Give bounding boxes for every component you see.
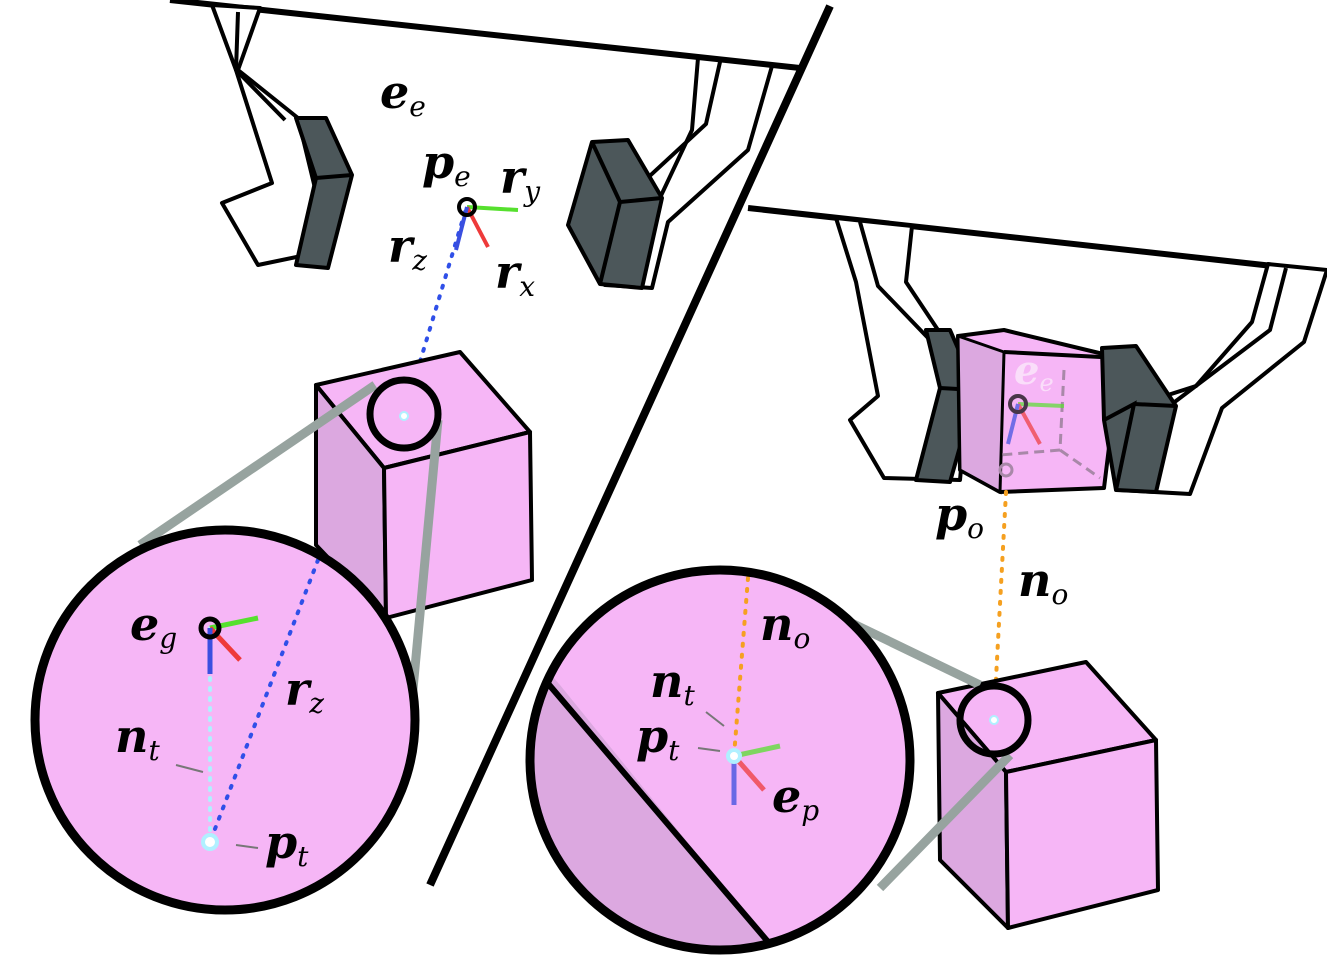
- point-eg: [198, 616, 222, 640]
- right-finger-pad: [566, 138, 664, 290]
- zoom-cube-edge: [542, 678, 778, 950]
- label-rz-top: rz: [388, 219, 427, 277]
- zoom-connector-left-a: [137, 381, 378, 549]
- left-panel: [30, 0, 801, 915]
- label-rx: rx: [495, 245, 535, 303]
- left-gripper-finger-right: [566, 56, 774, 290]
- label-pt-left: pt: [265, 815, 309, 873]
- label-pe: pe: [422, 135, 471, 193]
- leader-pt-left: [235, 844, 259, 849]
- right-gripper-finger-right: [1100, 262, 1327, 496]
- point-po: [998, 462, 1014, 478]
- left-gripper-finger-left: [210, 3, 354, 270]
- right-gripper-finger-left: [834, 216, 978, 484]
- label-rz-zoom: rz: [285, 662, 324, 720]
- zoom-source-circle-left: [366, 376, 442, 452]
- label-ee-right: ee: [1014, 347, 1054, 397]
- label-pt-right: pt: [636, 709, 680, 767]
- zoom-source-circle-right: [956, 682, 1032, 758]
- ray-rz-zoom: [208, 558, 320, 844]
- label-po: po: [935, 487, 984, 545]
- frame-pe: [454, 197, 519, 251]
- target-point-small-right: [989, 715, 999, 725]
- label-eg: eg: [130, 597, 177, 655]
- label-nt-left: nt: [115, 709, 160, 767]
- labels: ee pe ry rx rz eg rz nt pt ee po no no n…: [115, 65, 1068, 873]
- panel-divider: [426, 4, 834, 887]
- leader-nt-left: [175, 764, 204, 773]
- frame-eg: [198, 615, 259, 674]
- target-point-small-left: [399, 411, 409, 421]
- left-gripper-base: [169, 0, 801, 71]
- point-pe: [457, 197, 477, 217]
- leader-pt-right: [697, 747, 721, 752]
- zoom-connector-right-b: [876, 751, 1014, 892]
- label-nt-right: nt: [650, 654, 695, 712]
- point-pt-left: [201, 833, 219, 851]
- left-zoom-inset: [30, 525, 420, 915]
- label-no-zoom: no: [760, 597, 810, 655]
- leader-nt-right: [705, 711, 725, 727]
- right-panel: [525, 205, 1327, 955]
- point-pt-right: [726, 748, 742, 764]
- right-zoom-inset: [525, 565, 915, 955]
- ray-no-zoom: [732, 576, 750, 758]
- ray-no-right: [992, 490, 1008, 718]
- zoom-connector-left-b: [407, 419, 443, 701]
- label-no-right: no: [1018, 553, 1068, 611]
- label-ep: ep: [772, 769, 819, 827]
- frame-ee-faded: [1006, 394, 1065, 445]
- label-ry: ry: [500, 150, 541, 208]
- label-ee-left: ee: [380, 65, 426, 123]
- grasped-cube: [956, 328, 1122, 495]
